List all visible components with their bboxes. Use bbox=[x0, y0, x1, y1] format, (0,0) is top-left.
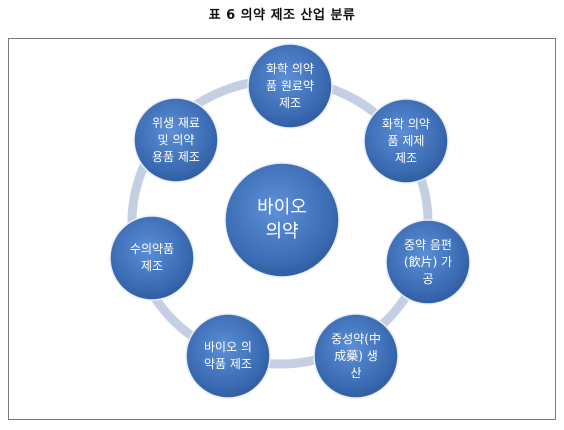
center-node-circle bbox=[224, 162, 340, 278]
node-circle-5 bbox=[185, 313, 271, 399]
node-circle-1 bbox=[247, 43, 333, 129]
node-circle-7 bbox=[133, 97, 219, 183]
node-circle-2 bbox=[363, 98, 449, 184]
node-circle-6 bbox=[109, 215, 195, 301]
diagram-caption: 표 6 의약 제조 산업 분류 bbox=[208, 8, 356, 23]
node-circle-3 bbox=[385, 219, 471, 305]
node-circle-4 bbox=[313, 313, 399, 399]
